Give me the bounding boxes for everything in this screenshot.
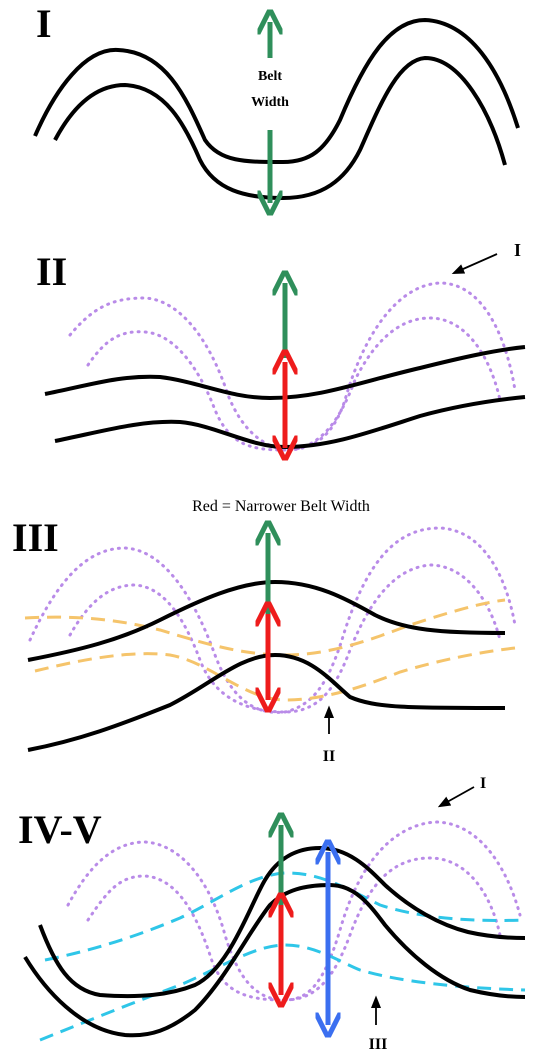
stage-I-dotted-outer (28, 526, 517, 714)
panel-2-pointer-label: I (514, 240, 521, 260)
stage-II-dashed-upper (24, 598, 506, 657)
stage-I-dotted-outer (66, 820, 522, 1002)
panel-4-5-pointer-bottom-label: III (369, 1036, 388, 1053)
panel-4-5: IV-V I III (18, 775, 526, 1053)
panel-4-5-pointer-top-label: I (480, 775, 486, 792)
channel-bank-lower (54, 395, 526, 450)
channel-bank-upper (44, 345, 526, 401)
channel-bank-upper (33, 17, 520, 165)
stage-I-dotted-inner (86, 316, 502, 452)
stage-III-dashed-lower (39, 943, 526, 1042)
channel-bank-lower (53, 55, 507, 201)
pointer-arrow-icon (437, 786, 475, 808)
channel-bank-lower (23, 882, 526, 1038)
stage-I-dotted-inner (68, 563, 502, 714)
panel-3: Red = Narrower Belt Width III II (12, 498, 517, 765)
stage-II-dashed-lower (34, 646, 516, 702)
panel-4-5-label: IV-V (18, 807, 102, 852)
panel-2: II I (36, 240, 526, 452)
channel-bank-upper (38, 845, 526, 999)
channel-bank-upper (27, 579, 506, 662)
stage-I-dotted-inner (86, 856, 502, 1002)
panel-3-pointer-label: II (323, 748, 335, 765)
pointer-arrow-icon (451, 253, 498, 275)
width-label: Width (251, 95, 289, 110)
panel-1: I Belt Width (33, 1, 520, 203)
panel-3-label: III (12, 515, 59, 560)
panel-2-label: II (36, 249, 67, 294)
belt-label: Belt (258, 69, 282, 84)
legend-note: Red = Narrower Belt Width (192, 498, 370, 515)
panel-1-label: I (36, 1, 52, 46)
stage-III-dashed-upper (44, 871, 526, 962)
